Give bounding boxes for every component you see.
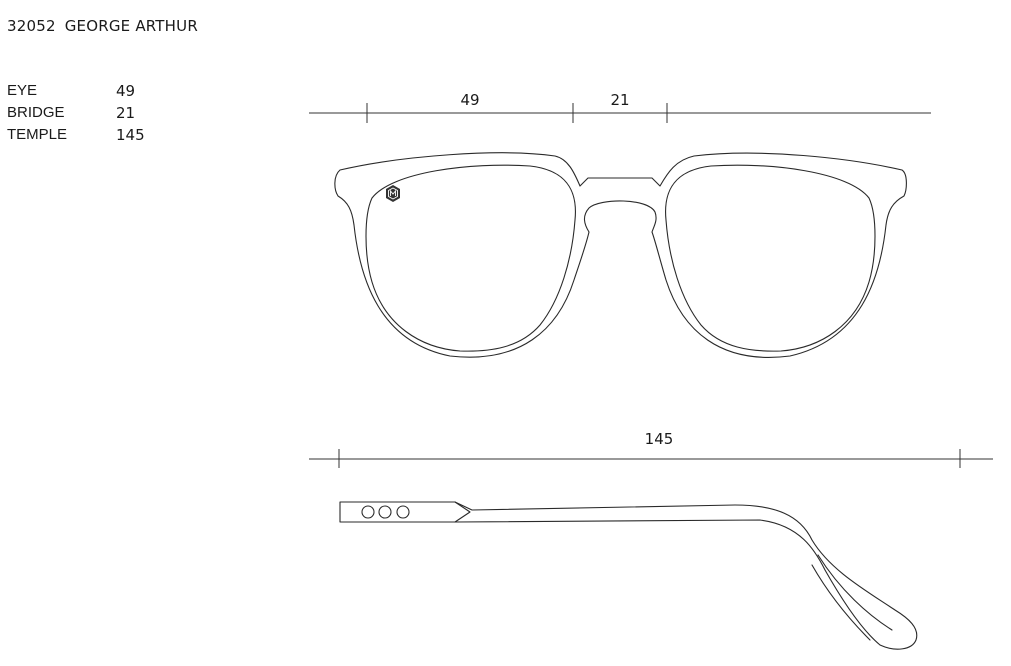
frame-outline: [334, 152, 907, 358]
model-name: GEORGE ARTHUR: [64, 17, 198, 35]
spec-label: TEMPLE: [7, 126, 68, 143]
logo-icon: [386, 185, 400, 202]
temple-tip-inner-line: [811, 564, 871, 641]
hinge-rivet-icon: [396, 505, 410, 519]
temple-arm: [339, 501, 918, 650]
model-title: 32052 GEORGE ARTHUR: [7, 17, 198, 35]
hinge-rivet-icon: [378, 505, 392, 519]
model-number: 32052: [7, 17, 56, 35]
temple-side-view: [339, 501, 918, 650]
left-lens: [365, 164, 576, 352]
temple-dimension: 145: [309, 430, 993, 468]
spec-value: 145: [116, 126, 145, 144]
bridge-dimension-label: 21: [610, 91, 629, 109]
eye-dimension-label: 49: [460, 91, 479, 109]
temple-dimension-label: 145: [645, 430, 674, 448]
temple-tip-inner-line: [817, 554, 893, 631]
spec-value: 49: [116, 82, 136, 100]
right-lens: [665, 164, 876, 352]
spec-label: EYE: [7, 82, 38, 99]
spec-label: BRIDGE: [7, 104, 65, 121]
spec-value: 21: [116, 104, 136, 122]
eye-bridge-dimension: 49 21: [309, 91, 931, 123]
hinge-rivet-icon: [361, 505, 375, 519]
temple-hinge-notch: [454, 501, 471, 523]
frame-front-view: [334, 152, 907, 358]
